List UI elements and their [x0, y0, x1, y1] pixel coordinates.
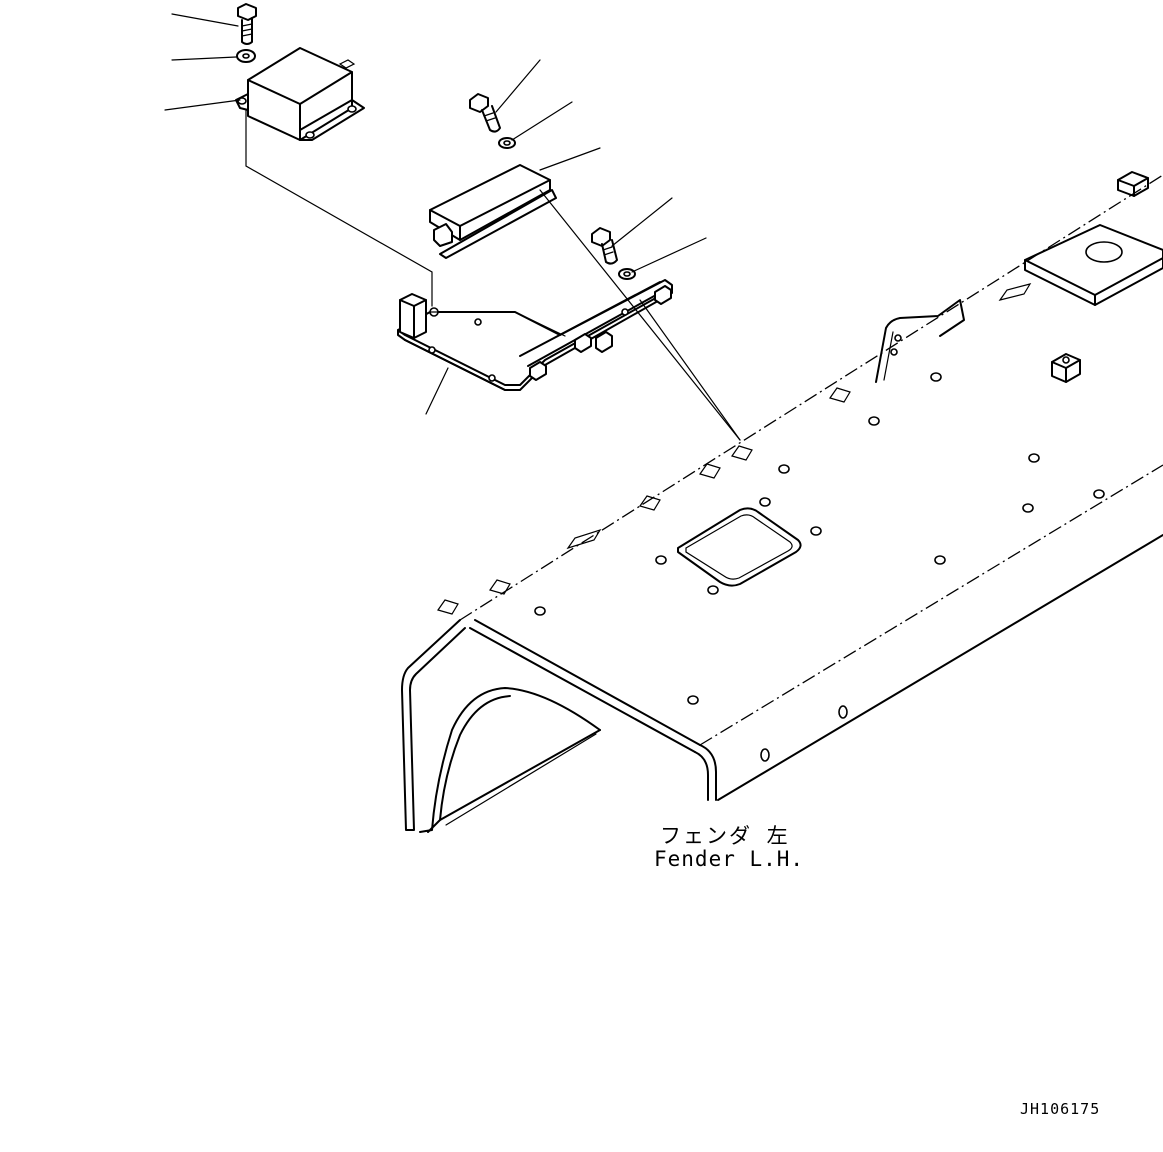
controller-box — [235, 47, 365, 141]
fender-label-english: Fender L.H. — [654, 847, 805, 871]
module-unit — [429, 164, 557, 259]
mounting-bracket — [397, 279, 673, 391]
washer-1 — [236, 49, 256, 63]
leader-lines — [164, 13, 707, 415]
fender-tabs — [437, 283, 1032, 615]
fender-label-japanese: フェンダ 左 — [660, 824, 790, 848]
drawing-number: JH106175 — [1020, 1100, 1101, 1118]
washer-3 — [618, 268, 636, 280]
fender-lh — [401, 171, 1163, 833]
bolt-3 — [591, 227, 618, 265]
assembly-lines — [245, 109, 741, 441]
washer-2 — [498, 137, 516, 149]
nut — [1051, 353, 1081, 383]
fender-bolt-holes — [534, 372, 1105, 762]
bolt-2 — [469, 93, 501, 133]
bolt-1 — [237, 3, 257, 45]
